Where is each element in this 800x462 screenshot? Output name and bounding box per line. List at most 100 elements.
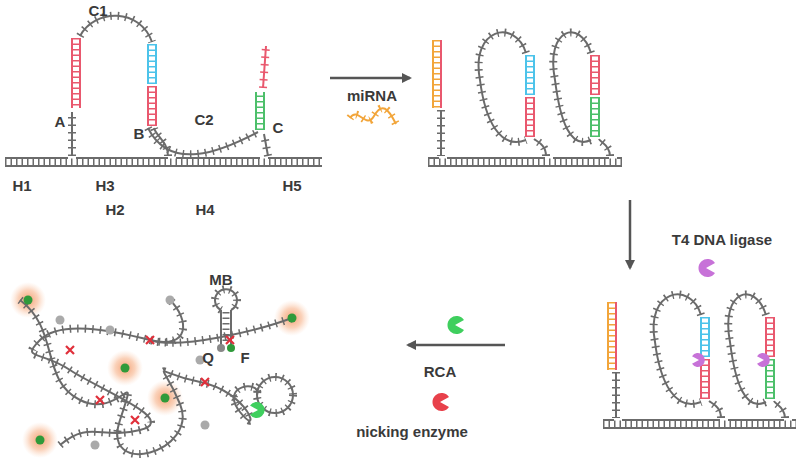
single-strand: [350, 108, 396, 124]
strand-ticks: [150, 318, 292, 343]
part-label: C2: [194, 112, 213, 129]
strand-ticks: [350, 108, 396, 124]
single-strand: [599, 139, 610, 156]
duplex-rungs: [527, 55, 534, 95]
nicking-enzyme-icon: [432, 393, 449, 411]
polymerase-icon: [447, 316, 464, 334]
ligase-icon: [757, 353, 770, 367]
strand-ticks: [437, 110, 445, 156]
base-strand: [728, 419, 784, 421]
base-strand: [617, 157, 622, 159]
quencher-dot: [56, 316, 65, 325]
quencher-dot: [106, 326, 115, 335]
strand-ticks: [553, 32, 591, 142]
single-strand: [32, 300, 183, 445]
duplex-rungs: [609, 302, 616, 370]
base-strand: [5, 165, 322, 167]
fluorophore-dot: [121, 364, 130, 373]
base-strand: [622, 419, 720, 421]
base-strand: [5, 157, 68, 159]
base-strand: [428, 157, 439, 159]
strand-ticks: [80, 16, 152, 42]
part-label: T4 DNA ligase: [672, 232, 772, 249]
process-arrow: [408, 344, 505, 347]
single-strand: [728, 294, 766, 404]
base-strand: [447, 157, 545, 159]
base-strand: [792, 419, 796, 421]
fluorescence-glow: [107, 350, 143, 386]
duplex-strand: [615, 302, 617, 370]
part-label: H1: [12, 178, 31, 195]
quencher-dot: [166, 296, 175, 305]
strand-ticks: [612, 372, 620, 418]
single-strand: [553, 32, 591, 142]
single-strand: [80, 16, 152, 42]
duplex-strand: [607, 302, 609, 370]
strand-ticks: [709, 401, 721, 418]
part-label: miRNA: [347, 88, 397, 105]
single-strand: [654, 294, 701, 404]
single-strand: [264, 134, 268, 156]
base-rungs: [603, 421, 796, 428]
part-label: H4: [195, 202, 214, 219]
duplex-strand: [533, 97, 535, 137]
nick-mark: [201, 378, 209, 386]
base-strand: [268, 157, 322, 159]
stem-strand: [220, 310, 222, 346]
duplex-strand: [155, 86, 157, 126]
fluorescence-glow: [22, 422, 58, 458]
nick-mark: [66, 346, 74, 354]
part-label: nicking enzyme: [356, 424, 468, 441]
part-label: RCA: [424, 364, 457, 381]
base-strand: [76, 157, 168, 159]
duplex-strand: [708, 317, 710, 357]
nick-mark: [96, 396, 104, 404]
part-label: H5: [282, 178, 301, 195]
duplex-strand: [79, 38, 81, 108]
single-strand: [71, 112, 73, 156]
quencher-dot: [217, 344, 225, 352]
ligase-icon: [698, 259, 715, 277]
part-label: MB: [209, 272, 232, 289]
strand-ticks: [263, 46, 266, 88]
part-label: H2: [105, 202, 124, 219]
single-strand: [150, 318, 292, 343]
duplex-strand: [525, 55, 527, 95]
duplex-strand: [765, 317, 767, 357]
strand-ticks: [774, 401, 785, 418]
single-strand: [774, 401, 785, 418]
strand-ticks: [654, 294, 701, 404]
part-label: B: [134, 126, 145, 143]
quencher-dot: [91, 441, 100, 450]
single-strand: [148, 128, 258, 154]
quencher-dot: [201, 421, 210, 430]
duplex-strand: [708, 359, 710, 399]
loop-ticks: [215, 289, 237, 310]
duplex-rungs: [149, 44, 156, 84]
strand-ticks: [728, 294, 766, 404]
duplex-rungs: [257, 92, 264, 130]
fluorophore-dot: [36, 436, 45, 445]
single-strand: [709, 401, 721, 418]
fluorescence-glow: [274, 300, 310, 336]
duplex-strand: [533, 55, 535, 95]
duplex-strand: [590, 97, 592, 137]
duplex-strand: [773, 317, 775, 357]
duplex-strand: [71, 38, 73, 108]
base-strand: [428, 165, 622, 167]
strand-ticks: [32, 300, 183, 445]
duplex-rungs: [767, 317, 774, 357]
strand-ticks: [479, 32, 526, 142]
duplex-strand: [255, 92, 257, 130]
single-strand: [20, 300, 257, 454]
duplex-strand: [590, 55, 592, 95]
part-label: A: [55, 114, 66, 131]
fluorophore-dot: [288, 314, 297, 323]
duplex-rungs: [149, 86, 156, 126]
single-strand: [440, 110, 442, 156]
strand-ticks: [68, 112, 76, 156]
duplex-strand: [700, 317, 702, 357]
duplex-rungs: [434, 40, 441, 108]
fluorescence-glow: [10, 282, 46, 318]
base-rungs: [428, 159, 622, 166]
